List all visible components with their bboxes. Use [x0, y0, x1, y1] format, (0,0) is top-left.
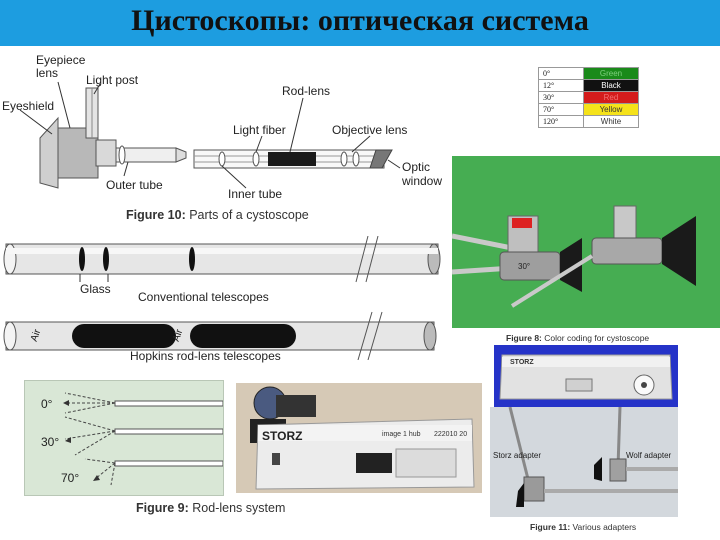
telescopes-diagram — [3, 236, 441, 360]
color-row: 70°Yellow — [538, 103, 639, 116]
color-cell: Red — [583, 91, 639, 104]
hopkins-telescopes-label: Hopkins rod-lens telescopes — [130, 349, 281, 363]
rod-lens-angles-panel: 0° 30° 70° — [24, 380, 224, 496]
storz-image-hub-photo: STORZ image 1 hub 222010 20 — [236, 383, 482, 493]
light-fiber-label: Light fiber — [233, 123, 286, 137]
glass-label: Glass — [80, 282, 111, 296]
eyepiece-lens-label: Eyepiece lens — [36, 53, 86, 80]
color-cell: White — [583, 115, 639, 128]
color-row: 0°Green — [538, 67, 639, 80]
adapters-photo: Storz adapter Wolf adapter — [490, 406, 678, 517]
color-cell: Yellow — [583, 103, 639, 116]
color-cell: Green — [583, 67, 639, 80]
figure-10-caption: Figure 10: Parts of a cystoscope — [126, 208, 309, 222]
angle-cell: 0° — [538, 67, 584, 80]
angle-cell: 120° — [538, 115, 584, 128]
wolf-adapter-label: Wolf adapter — [626, 451, 672, 460]
scope-angle-label: 30° — [518, 262, 531, 271]
optic-window-label: Optic window — [402, 160, 443, 188]
angle-cell: 30° — [538, 91, 584, 104]
angle-label-30: 30° — [41, 435, 60, 449]
cystoscope-parts-diagram — [19, 81, 401, 189]
figure-8-caption: Figure 8: Color coding for cystoscope — [506, 333, 650, 343]
outer-tube-label: Outer tube — [106, 178, 163, 192]
angle-label-0: 0° — [41, 397, 53, 411]
light-source-brand: STORZ — [510, 359, 534, 366]
slide-title: Цистоскопы: оптическая система — [131, 4, 589, 37]
color-cell: Black — [583, 79, 639, 92]
light-source-photo: STORZ — [494, 345, 678, 407]
conventional-telescopes-label: Conventional telescopes — [138, 290, 269, 304]
figure-9-caption: Figure 9: Rod-lens system — [136, 501, 286, 515]
storz-adapter-label: Storz adapter — [493, 451, 542, 460]
figure-11-caption: Figure 11: Various adapters — [530, 522, 637, 532]
objective-lens-label: Objective lens — [332, 123, 408, 137]
storz-brand-label: STORZ — [262, 429, 303, 443]
angle-cell: 12° — [538, 79, 584, 92]
title-banner — [0, 0, 720, 46]
eyeshield-label: Eyeshield — [2, 99, 55, 113]
light-post-label: Light post — [86, 73, 139, 87]
color-row: 30°Red — [538, 91, 639, 104]
color-row: 120°White — [538, 115, 639, 128]
rod-lens-label: Rod-lens — [282, 84, 331, 98]
hub-model-label: image 1 hub — [382, 431, 421, 438]
angle-label-70: 70° — [61, 471, 80, 485]
inner-tube-label: Inner tube — [228, 187, 283, 201]
hub-code-label: 222010 20 — [434, 431, 468, 438]
cystoscopes-photo: 30° — [451, 156, 720, 328]
color-row: 12°Black — [538, 79, 639, 92]
angle-cell: 70° — [538, 103, 584, 116]
